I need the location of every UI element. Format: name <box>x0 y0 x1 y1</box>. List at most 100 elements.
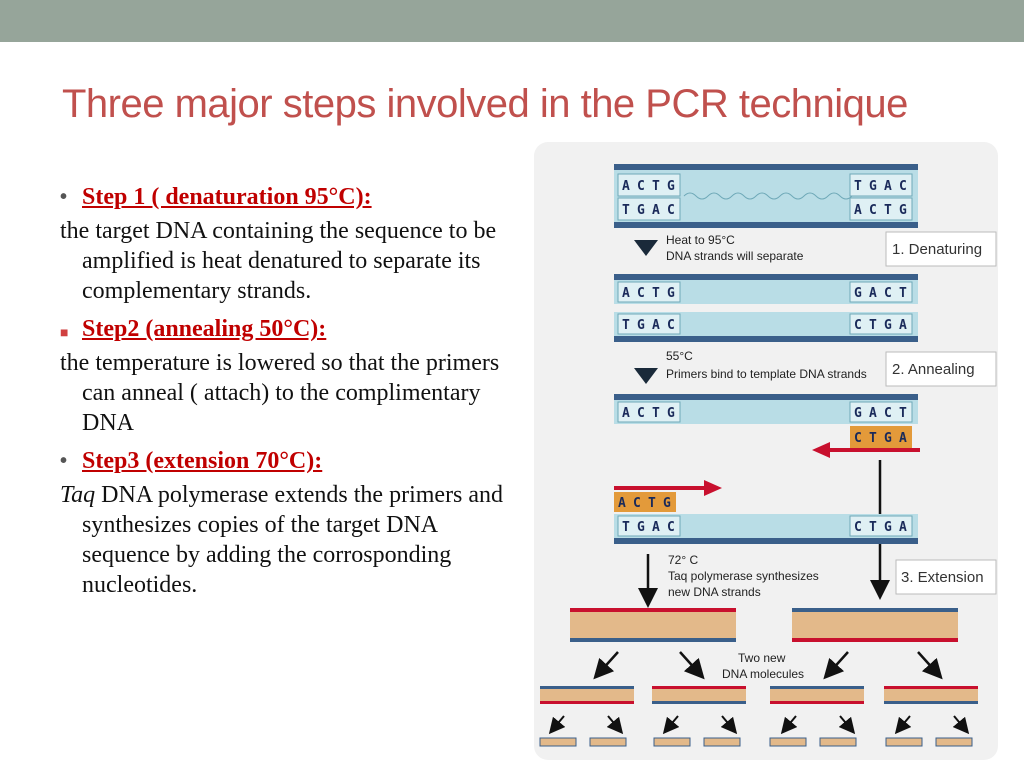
step-3-label: 3. Extension <box>895 559 997 595</box>
svg-text:G: G <box>637 520 645 535</box>
step-1-heading: •Step 1 ( denaturation 95°C): <box>60 184 372 210</box>
base: A <box>622 179 630 194</box>
base: T <box>652 179 660 194</box>
base: G <box>869 179 877 194</box>
svg-text:A: A <box>899 431 907 446</box>
step-2-body: the temperature is lowered so that the p… <box>60 350 500 436</box>
base: T <box>854 179 862 194</box>
base: A <box>884 179 892 194</box>
extending-strand: A C T G T G A C C T G A <box>614 480 918 544</box>
new-dna-molecule-right <box>792 608 958 642</box>
svg-text:C: C <box>667 520 675 535</box>
top-bar <box>0 0 1024 42</box>
base: G <box>637 203 645 218</box>
base: T <box>622 203 630 218</box>
base: G <box>667 179 675 194</box>
pcr-diagram: A C T G T G A C T G A C A C T G Heat to … <box>534 142 998 760</box>
down-triangle-icon <box>634 240 658 256</box>
svg-text:C: C <box>667 318 675 333</box>
base: T <box>884 203 892 218</box>
svg-text:G: G <box>884 431 892 446</box>
svg-text:C: C <box>854 520 862 535</box>
svg-text:A: A <box>869 286 877 301</box>
svg-text:A: A <box>869 406 877 421</box>
svg-text:T: T <box>622 520 630 535</box>
pcr-diagram-svg: A C T G T G A C T G A C A C T G Heat to … <box>539 164 997 747</box>
svg-text:T: T <box>869 318 877 333</box>
svg-text:1. Denaturing: 1. Denaturing <box>892 241 982 258</box>
svg-text:G: G <box>637 318 645 333</box>
bullet-dot-icon: • <box>60 186 68 208</box>
generation-3 <box>539 737 973 747</box>
svg-text:C: C <box>854 431 862 446</box>
svg-text:T: T <box>648 496 656 511</box>
new-dna-molecule-left <box>570 608 736 642</box>
base: G <box>899 203 907 218</box>
right-arrow-icon <box>704 480 722 496</box>
annealed-strand: A C T G G A C T C T G A <box>614 394 920 458</box>
svg-text:G: G <box>854 286 862 301</box>
svg-text:T: T <box>869 520 877 535</box>
slide-title: Three major steps involved in the PCR te… <box>62 82 908 126</box>
svg-text:A: A <box>622 406 630 421</box>
svg-text:G: G <box>884 520 892 535</box>
svg-text:A: A <box>618 496 626 511</box>
arrow-icon <box>917 651 943 680</box>
left-arrow-icon <box>812 442 830 458</box>
generation-3-arrows <box>548 715 970 735</box>
svg-text:G: G <box>854 406 862 421</box>
svg-text:C: C <box>637 406 645 421</box>
taq-italic: Taq <box>60 482 96 508</box>
svg-text:G: G <box>667 406 675 421</box>
svg-text:G: G <box>663 496 671 511</box>
base: A <box>854 203 862 218</box>
svg-text:T: T <box>622 318 630 333</box>
svg-text:A: A <box>622 286 630 301</box>
base: C <box>637 179 645 194</box>
svg-text:A: A <box>652 318 660 333</box>
svg-text:T: T <box>869 431 877 446</box>
down-triangle-icon <box>634 368 658 384</box>
svg-text:T: T <box>899 406 907 421</box>
generation-2 <box>540 686 978 704</box>
svg-text:T: T <box>652 286 660 301</box>
svg-text:A: A <box>899 318 907 333</box>
base: C <box>667 203 675 218</box>
svg-text:3. Extension: 3. Extension <box>901 569 984 586</box>
step-3-heading: •Step3 (extension 70°C): <box>60 448 323 474</box>
dna-molecules-label: DNA molecules <box>722 667 804 681</box>
arrow-icon <box>823 651 849 680</box>
base: A <box>652 203 660 218</box>
svg-text:C: C <box>633 496 641 511</box>
note-72c: 72° C <box>668 553 698 567</box>
svg-text:2. Annealing: 2. Annealing <box>892 361 975 378</box>
dsdna-initial: A C T G T G A C T G A C A C T G <box>614 164 918 228</box>
step-3-body: Taq DNA polymerase extends the primers a… <box>60 482 504 598</box>
bullet-square-icon: ■ <box>60 324 69 340</box>
note-primers-bind: Primers bind to template DNA strands <box>666 367 867 381</box>
step-1-label: 1. Denaturing <box>885 231 997 267</box>
arrow-icon <box>593 651 619 680</box>
svg-text:C: C <box>637 286 645 301</box>
note-55c: 55°C <box>666 349 693 363</box>
base: C <box>899 179 907 194</box>
note-heat: Heat to 95°C <box>666 233 735 247</box>
separated-strands: A C T G G A C T T G A C C T G A <box>614 274 918 342</box>
svg-text:T: T <box>899 286 907 301</box>
svg-text:G: G <box>884 318 892 333</box>
svg-text:T: T <box>652 406 660 421</box>
note-new-strands: new DNA strands <box>668 585 761 599</box>
note-separate: DNA strands will separate <box>666 249 804 263</box>
step-2-label: 2. Annealing <box>885 351 997 387</box>
svg-text:G: G <box>667 286 675 301</box>
svg-text:C: C <box>854 318 862 333</box>
arrow-icon <box>679 651 705 680</box>
two-new-label: Two new <box>738 651 786 665</box>
step-list: •Step 1 ( denaturation 95°C): the target… <box>60 182 530 608</box>
base: C <box>869 203 877 218</box>
note-taq: Taq polymerase synthesizes <box>668 569 819 583</box>
svg-text:C: C <box>884 286 892 301</box>
bullet-dot-icon: • <box>60 450 68 472</box>
step-2-heading: ■Step2 (annealing 50°C): <box>60 314 530 344</box>
svg-text:C: C <box>884 406 892 421</box>
